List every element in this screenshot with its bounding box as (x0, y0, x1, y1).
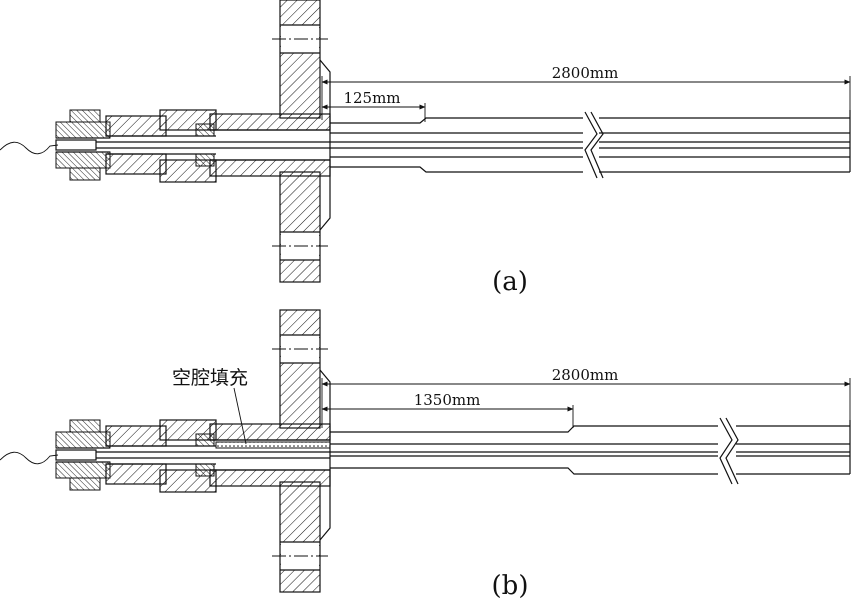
cavity-fill (215, 441, 331, 449)
view-b: 空腔填充 2800mm 1350mm (b) (0, 309, 851, 601)
total-length-label: 2800mm (552, 366, 619, 384)
section-length-label: 1350mm (414, 391, 481, 409)
cavity-callout-label: 空腔填充 (172, 367, 248, 389)
total-length-label: 2800mm (552, 64, 619, 82)
view-a: 2800mm 125mm (a) (0, 0, 851, 297)
dimension-total-a: 2800mm (321, 64, 851, 120)
probe-tube-b (330, 416, 851, 488)
probe-tube-a (330, 110, 851, 182)
caption-a: (a) (492, 267, 528, 297)
dimension-total-b: 2800mm (321, 366, 851, 428)
cavity-callout: 空腔填充 (172, 367, 248, 445)
dimension-section-a: 125mm (321, 89, 426, 122)
caption-b: (b) (492, 571, 529, 601)
dimension-section-b: 1350mm (321, 391, 574, 428)
section-length-label: 125mm (343, 89, 400, 107)
